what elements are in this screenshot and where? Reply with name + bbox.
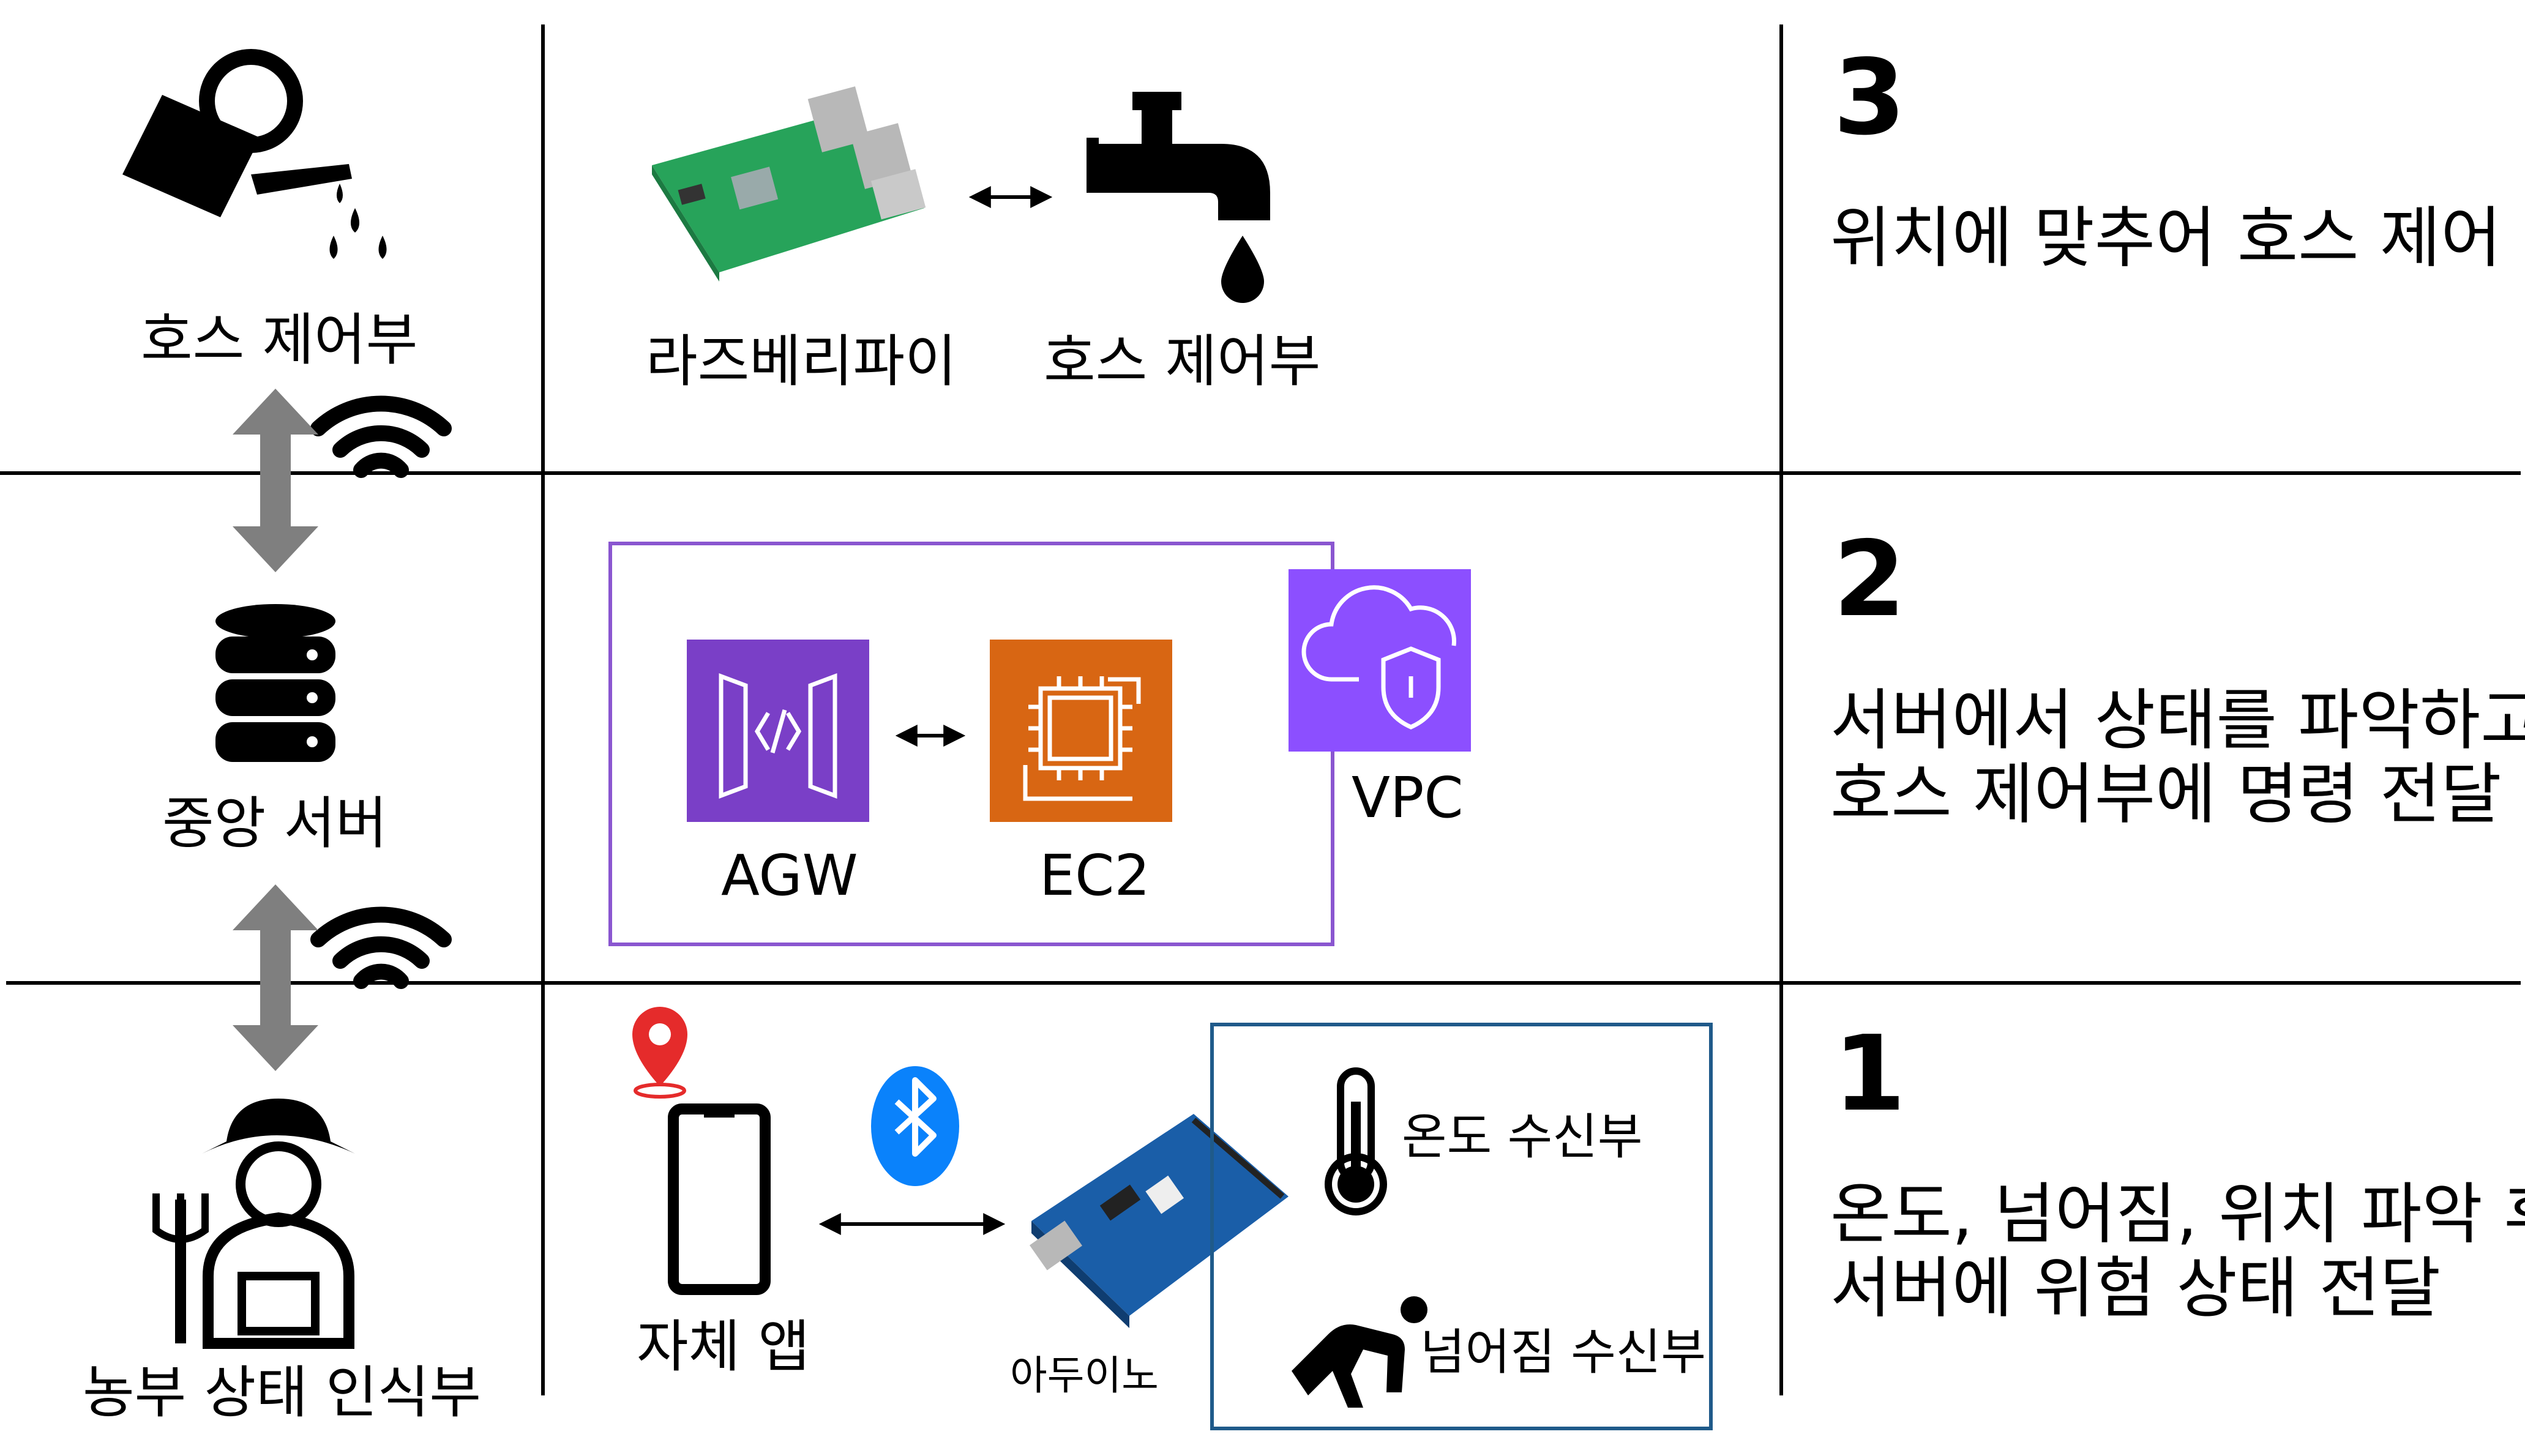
ec2-label: EC2 (1039, 843, 1150, 908)
step-number-1: 1 (1833, 1014, 1906, 1135)
hose-control-label: 호스 제어부 (141, 307, 418, 373)
step-1-description: 온도, 넘어짐, 위치 파악 후 서버에 위험 상태 전달 (1830, 1176, 2525, 1327)
fall-receiver-label: 넘어짐 수신부 (1420, 1324, 1707, 1381)
wifi-icon (310, 906, 452, 989)
hose-unit-label: 호스 제어부 (1044, 329, 1321, 394)
vpc-icon (1289, 569, 1471, 752)
central-server-label: 중앙 서버 (162, 791, 387, 856)
double-arrow-icon (233, 389, 318, 572)
raspberry-pi-image (652, 86, 926, 282)
arduino-label: 아두이노 (1010, 1352, 1159, 1399)
bluetooth-icon (871, 1066, 959, 1186)
smartphone-icon (668, 1103, 771, 1295)
temperature-receiver-label: 온도 수신부 (1402, 1108, 1643, 1165)
location-pin-icon (632, 1007, 687, 1099)
thermometer-icon (1325, 1067, 1387, 1215)
raspberry-pi-label: 라즈베리파이 (646, 329, 957, 394)
ec2-icon (990, 640, 1172, 822)
sensor-boundary (1210, 1023, 1713, 1430)
vpc-label: VPC (1352, 765, 1464, 831)
step-3-description: 위치에 맞추어 호스 제어 (1830, 200, 2502, 277)
faucet-icon (1087, 92, 1270, 303)
wifi-icon (310, 395, 452, 478)
watering-can-icon (122, 49, 387, 259)
farmer-status-label: 농부 상태 인식부 (83, 1360, 481, 1425)
app-label: 자체 앱 (637, 1314, 810, 1379)
double-arrow-icon (233, 884, 318, 1071)
agw-label: AGW (721, 843, 858, 908)
grid-lines (0, 24, 2521, 1395)
step-2-description: 서버에서 상태를 파악하고 호스 제어부에 명령 전달 (1830, 682, 2525, 833)
falling-person-icon (1292, 1296, 1427, 1408)
database-icon (215, 604, 335, 762)
arduino-image (1029, 1114, 1289, 1328)
step-number-3: 3 (1833, 37, 1906, 159)
step-number-2: 2 (1833, 519, 1906, 640)
farmer-icon (152, 1099, 355, 1349)
api-gateway-icon (687, 640, 869, 822)
